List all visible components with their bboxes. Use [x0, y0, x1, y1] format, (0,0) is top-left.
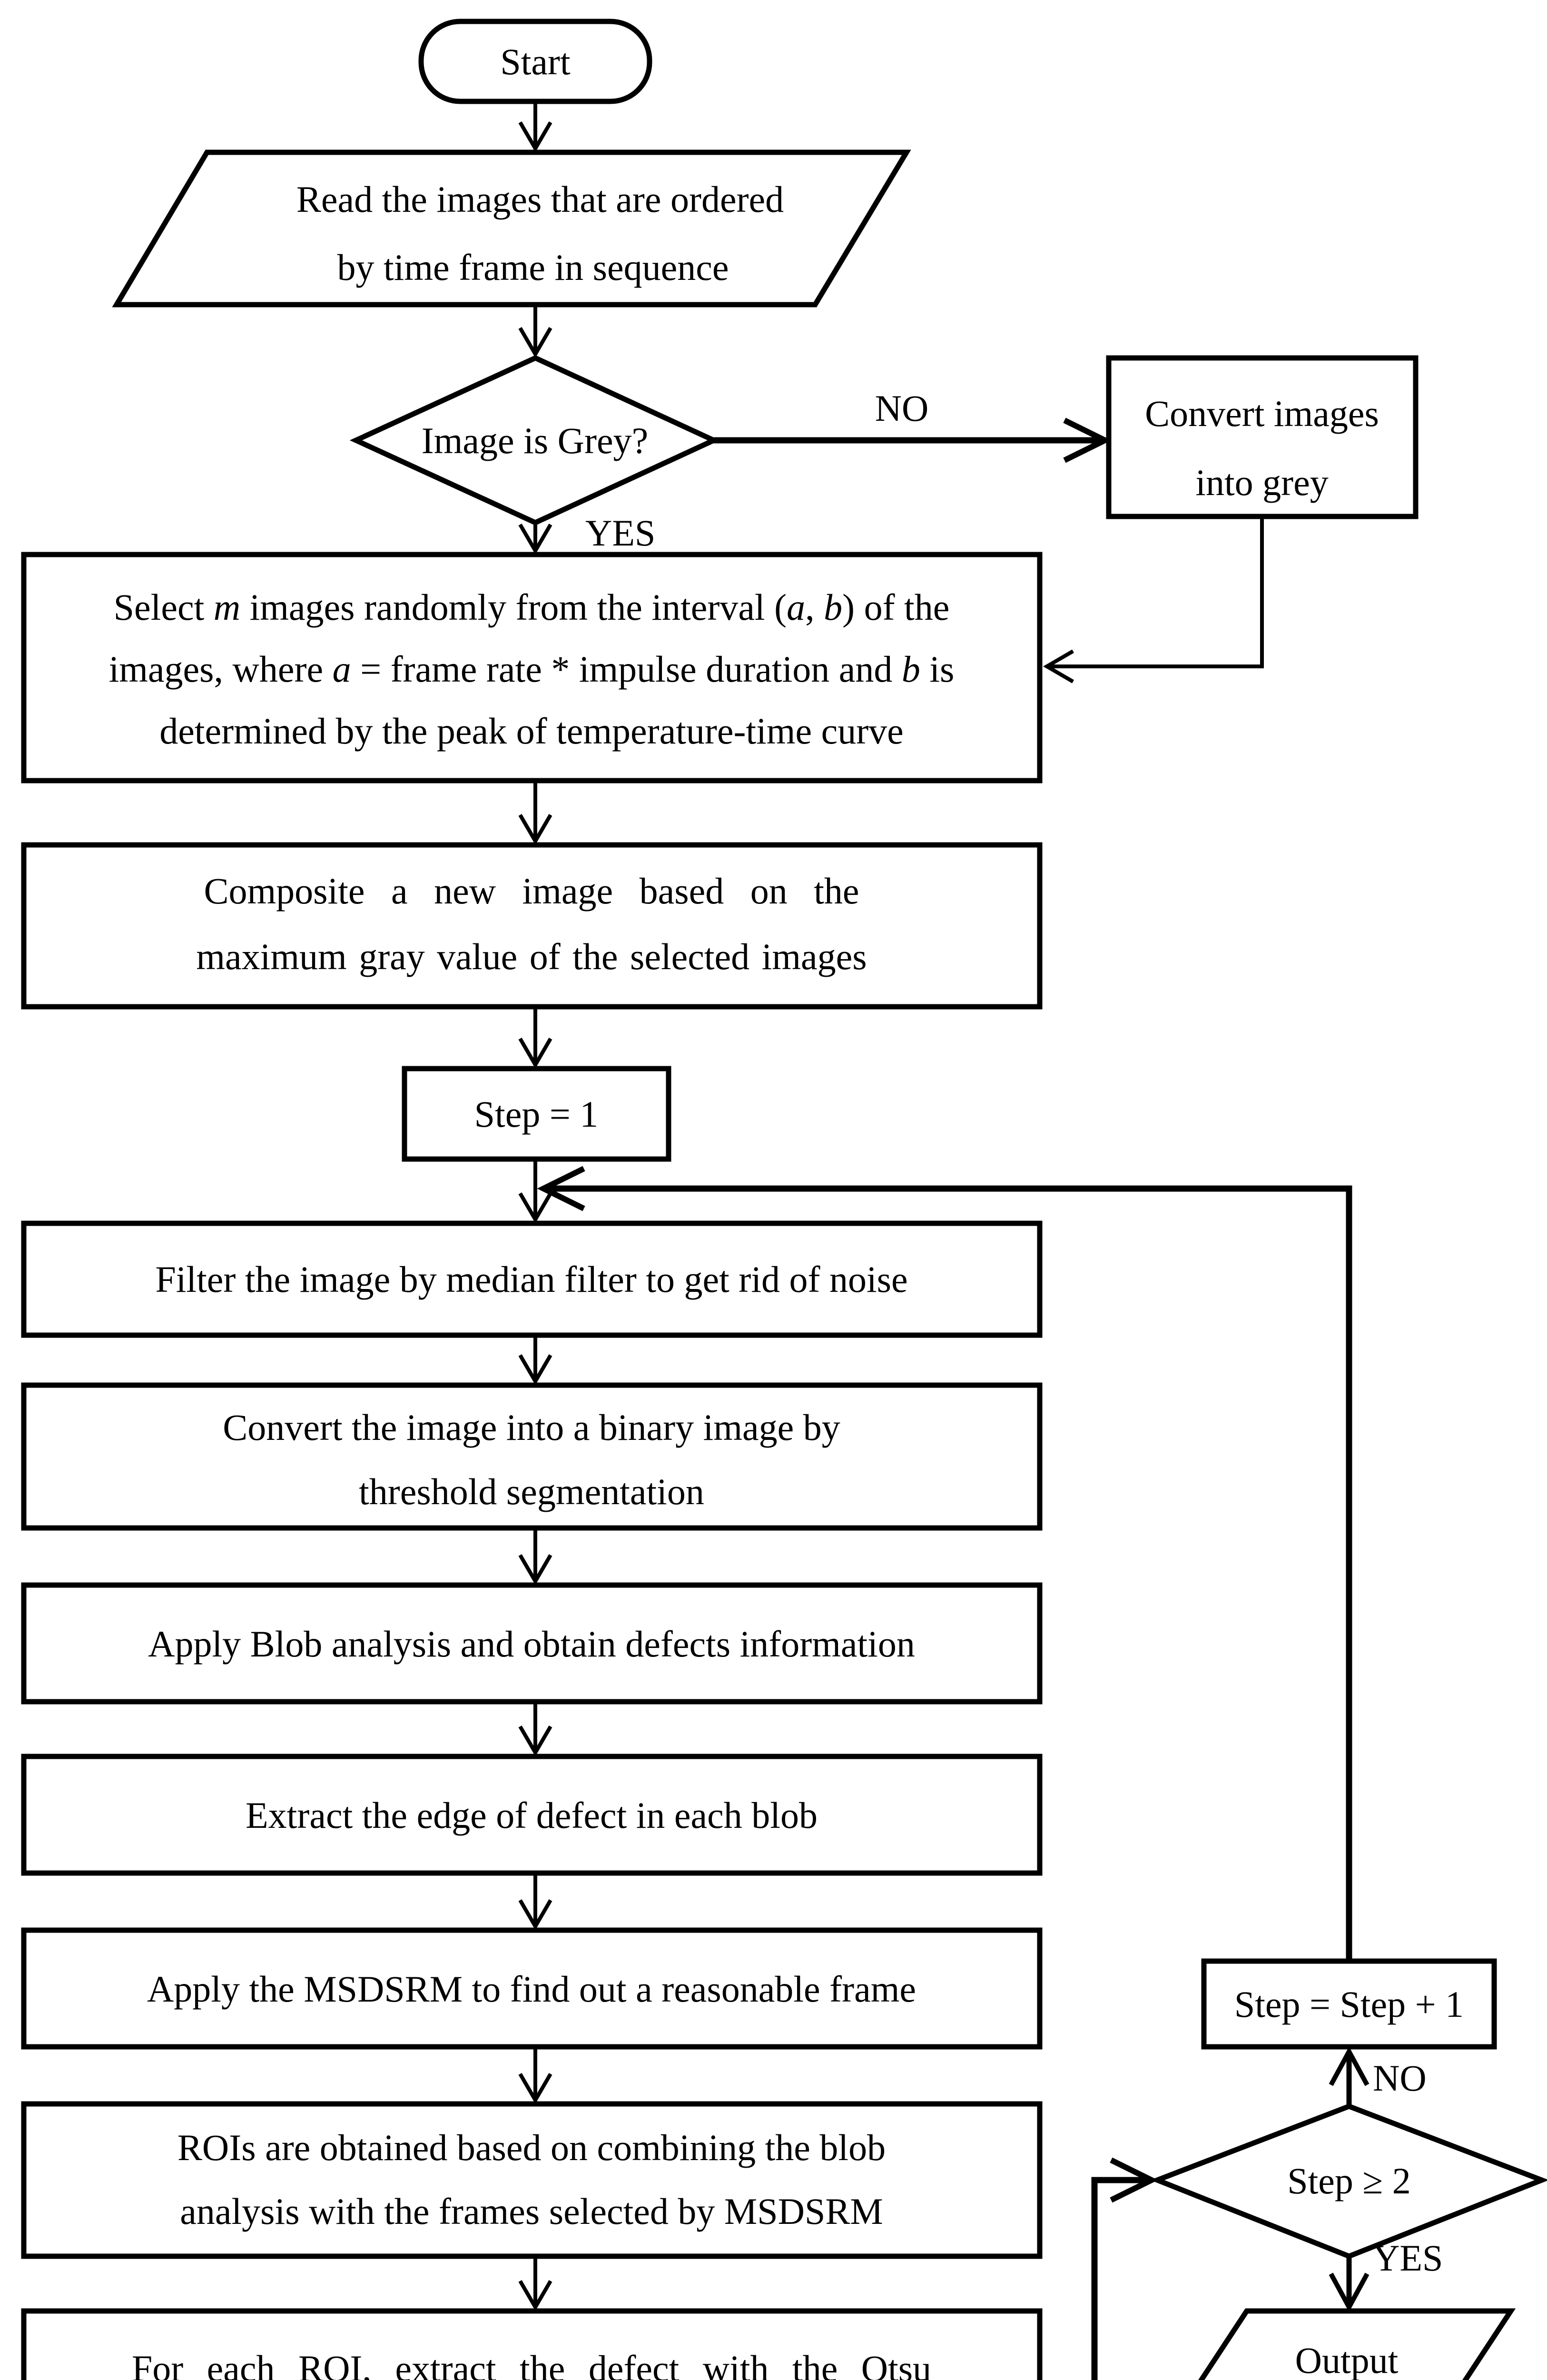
edge-label-no-right: NO: [1373, 2057, 1427, 2099]
threshold-binary-label-line2: threshold segmentation: [359, 1471, 704, 1512]
edge-label-no-top: NO: [875, 387, 929, 429]
convert-to-grey-process-shape: [1106, 355, 1419, 519]
node-roi-otsu: For each ROI, extract the defect with th…: [21, 2308, 1043, 2380]
roi-otsu-label: For each ROI, extract the defect with th…: [132, 2348, 931, 2380]
blob-analysis-label: Apply Blob analysis and obtain defects i…: [148, 1623, 915, 1665]
composite-image-label-line2: maximum gray value of the selected image…: [196, 936, 867, 977]
composite-image-label-line1: Composite a new image based on the: [204, 870, 859, 912]
edge-convert-to-select: [1043, 516, 1264, 684]
extract-edge-process-shape: [21, 1754, 1043, 1876]
step-check-label: Step ≥ 2: [1287, 2160, 1410, 2202]
node-extract-edge: Extract the edge of defect in each blob: [21, 1754, 1043, 1876]
extract-edge-label: Extract the edge of defect in each blob: [246, 1795, 818, 1836]
apply-msdsrm-label: Apply the MSDSRM to find out a reasonabl…: [147, 1968, 916, 2010]
select-images-label-line2: images, where a = frame rate * impulse d…: [109, 648, 955, 690]
roi-otsu-process-shape: [21, 2308, 1043, 2380]
start-label: Start: [500, 41, 571, 82]
select-images-label-line3: determined by the peak of temperature-ti…: [159, 710, 904, 752]
start-terminator-shape: [418, 19, 652, 104]
edge-label-yes-top: YES: [585, 512, 655, 554]
step-init-process-shape: [402, 1066, 671, 1162]
step-init-label: Step = 1: [474, 1093, 599, 1135]
threshold-binary-label-line1: Convert the image into a binary image by: [223, 1407, 840, 1448]
convert-to-grey-label-line2: into grey: [1195, 462, 1328, 503]
median-filter-process-shape: [21, 1220, 1043, 1338]
composite-image-process-shape: [21, 842, 1043, 1010]
rois-obtained-label-line2: analysis with the frames selected by MSD…: [180, 2191, 883, 2232]
edge-combine-loop-to-check: [1091, 2157, 1158, 2380]
node-read-images: Read the images that are ordered by time…: [112, 149, 911, 307]
node-start: Start: [418, 19, 652, 104]
edge-loop-merge: [537, 1166, 1352, 1961]
rois-obtained-label-line1: ROIs are obtained based on combining the…: [177, 2127, 886, 2168]
node-select-images: Select m images randomly from the interv…: [21, 552, 1043, 783]
node-blob-analysis: Apply Blob analysis and obtain defects i…: [21, 1582, 1043, 1705]
output-parallelogram-shape: [1198, 2308, 1516, 2380]
image-is-grey-label: Image is Grey?: [422, 420, 648, 461]
step-increment-label: Step = Step + 1: [1234, 1983, 1464, 2025]
node-step-init: Step = 1: [402, 1066, 671, 1162]
node-step-increment: Step = Step + 1: [1201, 1958, 1497, 2050]
node-threshold-binary: Convert the image into a binary image by…: [21, 1382, 1043, 1531]
node-image-is-grey: Image is Grey?: [349, 355, 720, 526]
apply-msdsrm-process-shape: [21, 1927, 1043, 2050]
threshold-binary-process-shape: [21, 1382, 1043, 1531]
image-is-grey-decision-shape: [349, 355, 720, 526]
output-label: Output: [1295, 2340, 1399, 2380]
select-images-process-shape: [21, 552, 1043, 783]
node-step-check: Step ≥ 2: [1150, 2103, 1547, 2259]
node-apply-msdsrm: Apply the MSDSRM to find out a reasonabl…: [21, 1927, 1043, 2050]
select-images-label-line1: Select m images randomly from the interv…: [114, 586, 950, 628]
node-rois-obtained: ROIs are obtained based on combining the…: [21, 2101, 1043, 2259]
step-check-decision-shape: [1150, 2103, 1547, 2259]
rois-obtained-process-shape: [21, 2101, 1043, 2259]
read-images-label-line2: by time frame in sequence: [337, 247, 729, 288]
node-median-filter: Filter the image by median filter to get…: [21, 1220, 1043, 1338]
median-filter-label: Filter the image by median filter to get…: [155, 1259, 907, 1300]
convert-to-grey-label-line1: Convert images: [1145, 393, 1379, 434]
read-images-parallelogram-shape: [112, 149, 911, 307]
step-increment-process-shape: [1201, 1958, 1497, 2050]
node-output: Output: [1198, 2308, 1516, 2380]
blob-analysis-process-shape: [21, 1582, 1043, 1705]
node-composite-image: Composite a new image based on the maxim…: [21, 842, 1043, 1010]
read-images-label-line1: Read the images that are ordered: [296, 178, 784, 220]
node-convert-to-grey: Convert images into grey: [1106, 355, 1419, 519]
